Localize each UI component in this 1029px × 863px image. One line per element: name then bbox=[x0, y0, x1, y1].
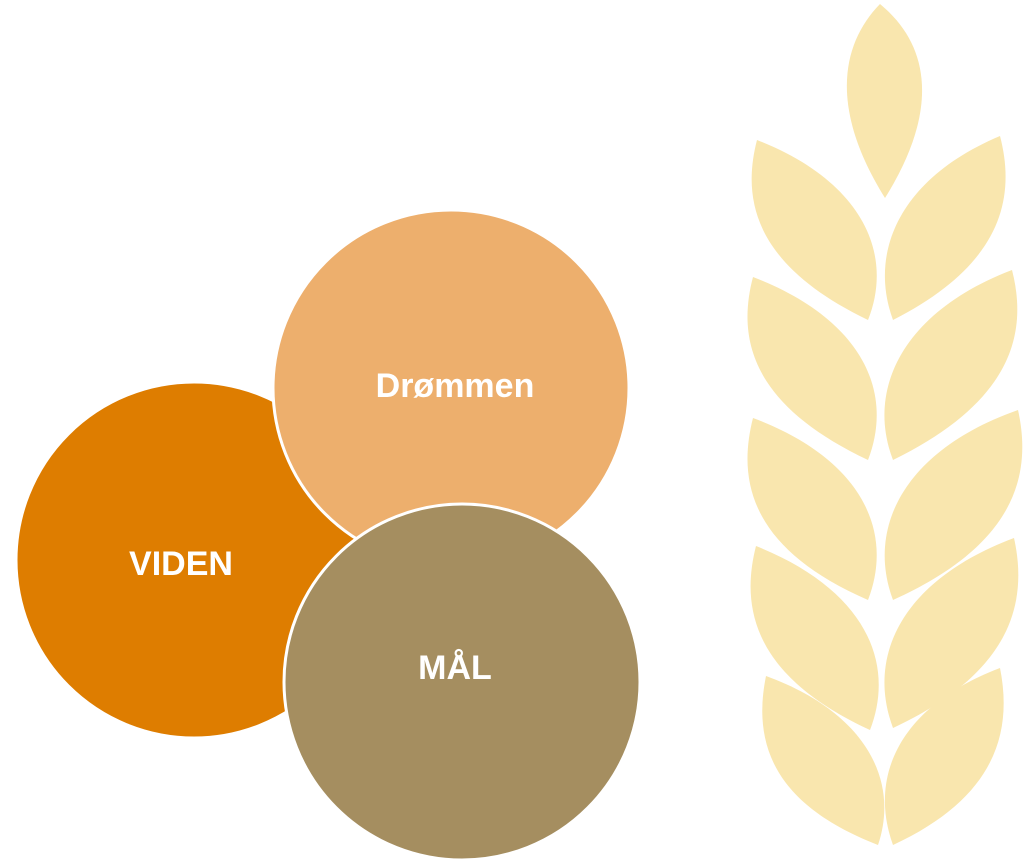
circle-viden-label: VIDEN bbox=[129, 545, 233, 583]
wheat-kernel bbox=[751, 140, 877, 320]
wheat-kernel bbox=[762, 676, 885, 845]
wheat-kernel bbox=[884, 668, 1004, 845]
circle-maal: MÅL bbox=[282, 502, 642, 862]
wheat-kernel bbox=[884, 270, 1018, 460]
wheat-kernel bbox=[884, 410, 1023, 600]
circle-viden: VIDEN bbox=[14, 380, 374, 740]
circle-maal-label: MÅL bbox=[418, 649, 492, 687]
wheat-kernel bbox=[747, 277, 877, 460]
wheat-kernel bbox=[884, 538, 1019, 728]
circle-drommen-label: Drømmen bbox=[376, 367, 535, 405]
wheat-icon bbox=[747, 4, 1023, 845]
wheat-kernel bbox=[750, 546, 879, 730]
wheat-kernel bbox=[846, 4, 923, 198]
wheat-kernel bbox=[884, 136, 1006, 320]
wheat-kernel bbox=[747, 418, 877, 600]
circle-drommen: Drømmen bbox=[271, 208, 631, 568]
circle-maal-shape bbox=[282, 502, 642, 862]
